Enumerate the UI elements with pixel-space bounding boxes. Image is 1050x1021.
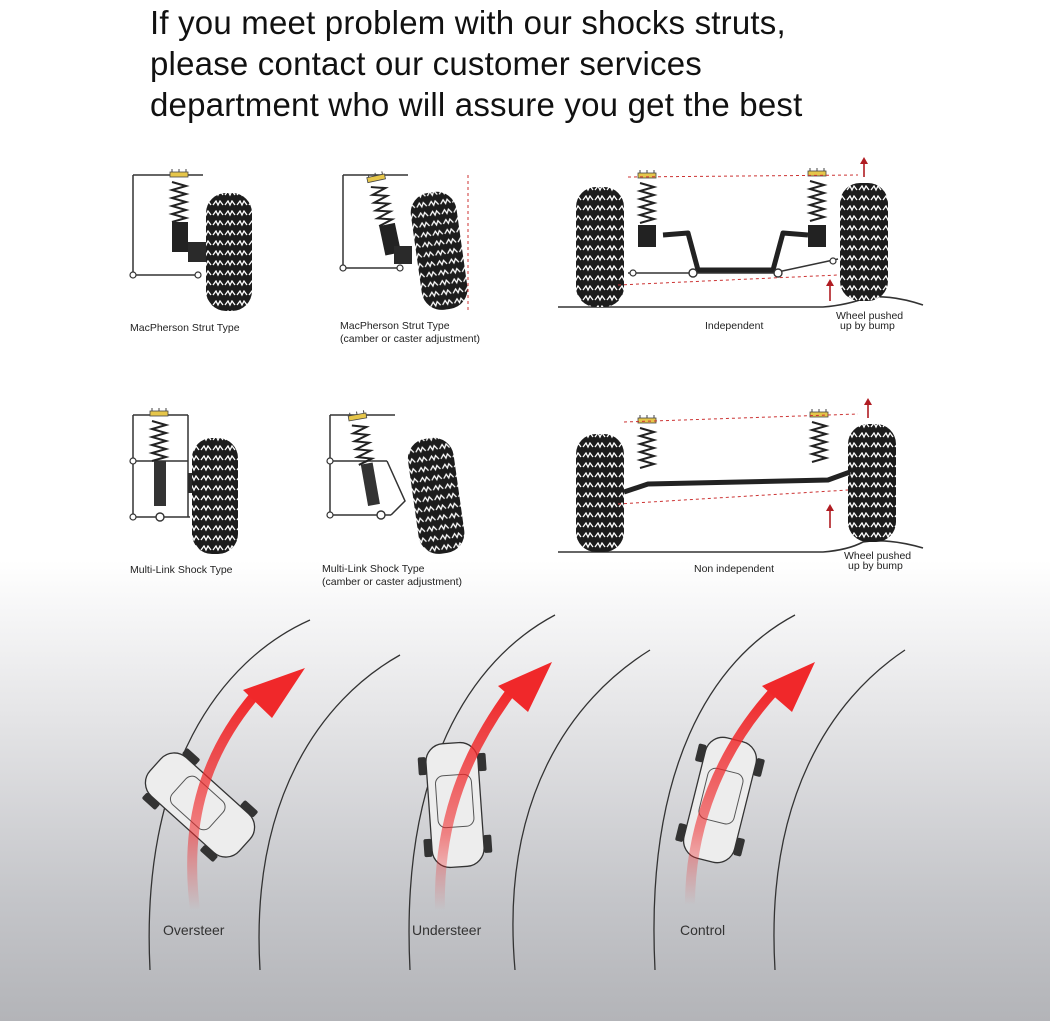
- diagram-non-independent: [558, 392, 928, 557]
- caption-multilink-adjust-1: Multi-Link Shock Type: [322, 563, 425, 575]
- car-control: [675, 736, 765, 864]
- diagram-multilink-adjust: [325, 405, 475, 560]
- headline-line-2: please contact our customer services: [150, 45, 702, 82]
- caption-oversteer: Oversteer: [163, 922, 225, 938]
- caption-bump-top-2: up by bump: [840, 320, 895, 332]
- caption-independent: Independent: [705, 320, 764, 332]
- steering-diagrams: [0, 600, 1050, 1000]
- caption-macpherson: MacPherson Strut Type: [130, 322, 240, 334]
- arrow-oversteer: [187, 690, 260, 915]
- caption-multilink-adjust-2: (camber or caster adjustment): [322, 576, 463, 588]
- headline-line-1: If you meet problem with our shocks stru…: [150, 4, 786, 41]
- caption-macpherson-adjust-2: (camber or caster adjustment): [340, 333, 481, 345]
- caption-understeer: Understeer: [412, 922, 482, 938]
- diagram-macpherson: [128, 160, 268, 320]
- caption-control: Control: [680, 922, 726, 938]
- headline-line-3: department who will assure you get the b…: [150, 86, 803, 123]
- caption-multilink: Multi-Link Shock Type: [130, 564, 233, 576]
- caption-bump-bottom-1: Wheel pushed: [844, 550, 912, 562]
- caption-macpherson-adjust-1: MacPherson Strut Type: [340, 320, 450, 332]
- diagram-multilink: [128, 405, 258, 560]
- headline: If you meet problem with our shocks stru…: [150, 2, 1030, 125]
- caption-bump-top-1: Wheel pushed: [836, 310, 904, 322]
- diagram-macpherson-adjust: [338, 160, 478, 320]
- caption-bump-bottom-2: up by bump: [848, 560, 903, 572]
- arrow-control: [685, 685, 780, 910]
- diagram-independent: [558, 155, 928, 315]
- arrow-understeer: [434, 685, 517, 915]
- caption-non-independent: Non independent: [694, 563, 774, 575]
